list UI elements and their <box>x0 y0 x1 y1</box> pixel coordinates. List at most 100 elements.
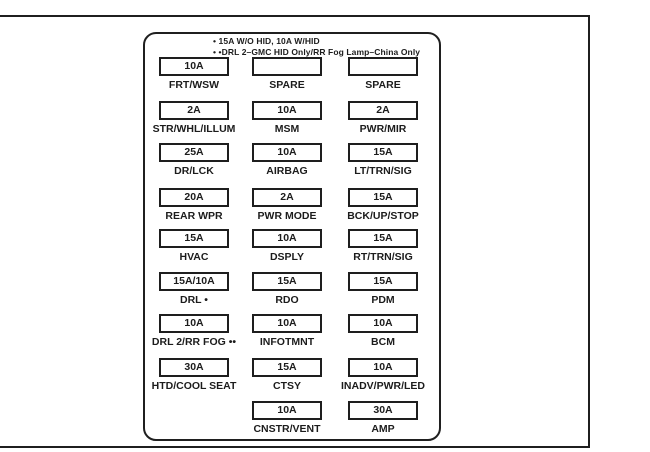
fuse-label: PDM <box>371 294 395 306</box>
fuse-cell-pdm: 15A PDM <box>336 272 430 307</box>
fuse-box: 10A <box>252 401 322 420</box>
fuse-label: BCM <box>371 336 395 348</box>
fuse-label: DR/LCK <box>174 165 214 177</box>
fuse-amp: 10A <box>184 317 204 330</box>
fuse-amp: 10A <box>373 317 393 330</box>
fuse-label: DSPLY <box>269 251 305 263</box>
fuse-amp: 20A <box>184 191 204 204</box>
fuse-box: 25A <box>159 143 229 162</box>
fuse-cell-drl2-rr-fog: 10A DRL 2/RR FOG •• <box>147 314 241 349</box>
fuse-cell-bck-up-stop: 15A BCK/UP/STOP <box>336 188 430 223</box>
fuse-row: 10A FRT/WSW SPARE SPARE <box>145 57 439 97</box>
fuse-cell-lt-trn-sig: 15A LT/TRN/SIG <box>336 143 430 178</box>
fuse-box: 30A <box>159 358 229 377</box>
fuse-label: SPARE <box>269 79 305 91</box>
fuse-label: AMP <box>371 423 395 435</box>
fuse-label: BCK/UP/STOP <box>347 210 419 222</box>
fuse-amp: 10A <box>277 232 297 245</box>
fuse-box: 10A <box>348 358 418 377</box>
fuse-cell-infotmnt: 10A INFOTMNT <box>240 314 334 349</box>
fuse-cell-cnstr-vent: 10A CNSTR/VENT <box>240 401 334 436</box>
fuse-box: 30A <box>348 401 418 420</box>
fuse-row: 15A HVAC 10A DSPLY 15A RT/TRN/SIG <box>145 229 439 269</box>
fuse-amp: 15A <box>373 232 393 245</box>
fuse-cell-frt-wsw: 10A FRT/WSW <box>147 57 241 92</box>
fuse-label: CTSY <box>272 380 301 392</box>
fuse-box: 15A <box>159 229 229 248</box>
fuse-box <box>348 57 418 76</box>
fuse-cell-htd-cool-seat: 30A HTD/COOL SEAT <box>147 358 241 393</box>
fuse-box: 15A <box>252 272 322 291</box>
fuse-label: FRT/WSW <box>168 79 220 91</box>
fuse-box: 2A <box>252 188 322 207</box>
fuse-row: 25A DR/LCK 10A AIRBAG 15A LT/TRN/SIG <box>145 143 439 183</box>
fuse-label: DRL 2/RR FOG •• <box>151 336 237 348</box>
fuse-amp: 15A <box>373 275 393 288</box>
fuse-cell-rt-trn-sig: 15A RT/TRN/SIG <box>336 229 430 264</box>
fuse-label: STR/WHL/ILLUM <box>152 123 236 135</box>
fuse-panel: • 15A W/O HID, 10A W/HID • •DRL 2–GMC HI… <box>143 32 441 441</box>
fuse-amp: 15A/10A <box>173 275 215 288</box>
fuse-box: 20A <box>159 188 229 207</box>
fuse-box: 2A <box>159 101 229 120</box>
fuse-cell-pwr-mode: 2A PWR MODE <box>240 188 334 223</box>
fuse-cell-spare-1: SPARE <box>240 57 334 92</box>
fuse-cell-pwr-mir: 2A PWR/MIR <box>336 101 430 136</box>
fuse-amp: 2A <box>187 104 201 117</box>
fuse-amp: 10A <box>277 317 297 330</box>
fuse-box: 10A <box>252 314 322 333</box>
fuse-row: 30A HTD/COOL SEAT 15A CTSY 10A INADV/PWR… <box>145 358 439 398</box>
fuse-label: RT/TRN/SIG <box>353 251 413 263</box>
fuse-amp: 10A <box>277 404 297 417</box>
fuse-amp: 25A <box>184 146 204 159</box>
fuse-label: INADV/PWR/LED <box>341 380 425 392</box>
fuse-label: MSM <box>274 123 300 135</box>
fuse-box: 15A <box>252 358 322 377</box>
fuse-box: 10A <box>252 101 322 120</box>
fuse-box: 10A <box>252 229 322 248</box>
fuse-label: RDO <box>275 294 299 306</box>
fuse-amp: 10A <box>277 146 297 159</box>
fuse-amp: 10A <box>277 104 297 117</box>
fuse-label: PWR MODE <box>257 210 317 222</box>
fuse-row: 10A DRL 2/RR FOG •• 10A INFOTMNT 10A BCM <box>145 314 439 354</box>
panel-notes: • 15A W/O HID, 10A W/HID • •DRL 2–GMC HI… <box>213 36 420 57</box>
fuse-amp: 2A <box>280 191 294 204</box>
fuse-box: 15A <box>348 229 418 248</box>
fuse-box <box>252 57 322 76</box>
fuse-cell-hvac: 15A HVAC <box>147 229 241 264</box>
fuse-box: 10A <box>159 314 229 333</box>
fuse-amp: 15A <box>373 146 393 159</box>
fuse-box: 15A <box>348 188 418 207</box>
fuse-row: 2A STR/WHL/ILLUM 10A MSM 2A PWR/MIR <box>145 101 439 141</box>
fuse-label: SPARE <box>365 79 401 91</box>
fuse-amp: 10A <box>373 361 393 374</box>
fuse-amp: 30A <box>373 404 393 417</box>
fuse-row: 15A/10A DRL • 15A RDO 15A PDM <box>145 272 439 312</box>
fuse-label: HTD/COOL SEAT <box>151 380 237 392</box>
note-line-1: • 15A W/O HID, 10A W/HID <box>213 36 320 46</box>
fuse-label: INFOTMNT <box>259 336 315 348</box>
fuse-cell-airbag: 10A AIRBAG <box>240 143 334 178</box>
fuse-amp: 10A <box>184 60 204 73</box>
fuse-amp: 15A <box>277 361 297 374</box>
fuse-label: REAR WPR <box>165 210 223 222</box>
fuse-cell-msm: 10A MSM <box>240 101 334 136</box>
fuse-cell-bcm: 10A BCM <box>336 314 430 349</box>
fuse-cell-inadv-pwr-led: 10A INADV/PWR/LED <box>336 358 430 393</box>
fuse-cell-dsply: 10A DSPLY <box>240 229 334 264</box>
fuse-cell-dr-lck: 25A DR/LCK <box>147 143 241 178</box>
note-line-2: • •DRL 2–GMC HID Only/RR Fog Lamp–China … <box>213 46 421 57</box>
fuse-label: AIRBAG <box>266 165 308 177</box>
fuse-amp: 15A <box>277 275 297 288</box>
fuse-amp: 30A <box>184 361 204 374</box>
fuse-box: 10A <box>252 143 322 162</box>
fuse-cell-ctsy: 15A CTSY <box>240 358 334 393</box>
fuse-amp: 15A <box>184 232 204 245</box>
fuse-amp: 15A <box>373 191 393 204</box>
fuse-cell-str-whl-illum: 2A STR/WHL/ILLUM <box>147 101 241 136</box>
fuse-label: PWR/MIR <box>359 123 407 135</box>
fuse-box: 15A/10A <box>159 272 229 291</box>
fuse-box: 2A <box>348 101 418 120</box>
